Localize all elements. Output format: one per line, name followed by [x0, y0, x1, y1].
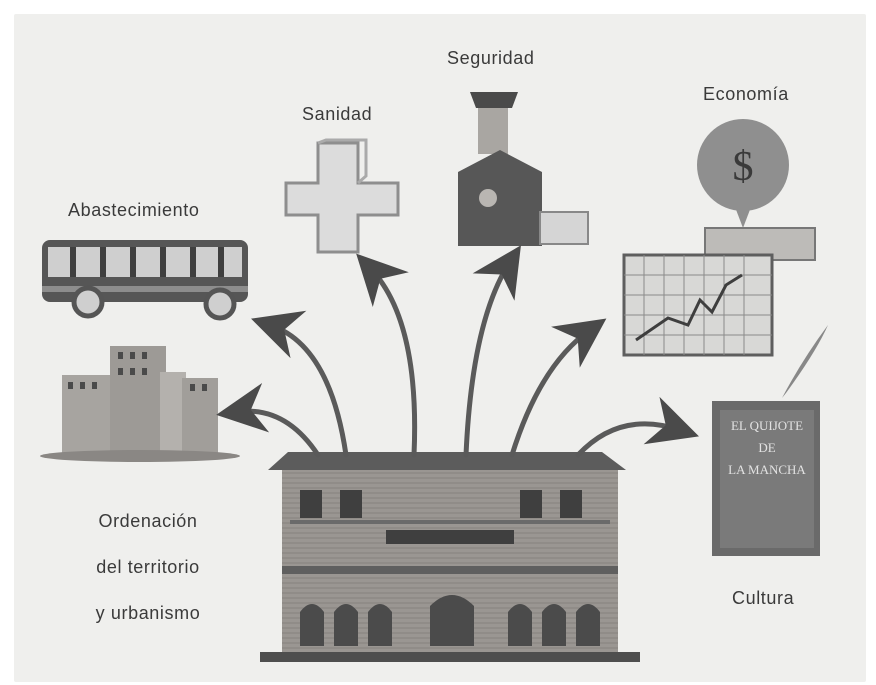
- label-ordenacion-line1: Ordenación: [98, 511, 198, 531]
- economy-chart-icon: [622, 119, 816, 357]
- label-sanidad: Sanidad: [302, 104, 373, 124]
- health-cross-icon: [284, 138, 400, 254]
- bus-icon: [42, 240, 248, 321]
- buildings-icon: [40, 346, 240, 462]
- dollar-sign-icon: $: [733, 144, 754, 190]
- book-title-line3: LA MANCHA: [728, 462, 806, 477]
- label-ordenacion-line2: del territorio: [96, 557, 200, 577]
- label-ordenacion: Ordenación del territorio y urbanismo: [72, 487, 224, 648]
- town-hall-icon: [260, 452, 640, 662]
- label-ordenacion-line3: y urbanismo: [95, 603, 201, 623]
- book-title-line2: DE: [758, 440, 775, 455]
- police-officer-icon: [458, 92, 589, 246]
- connection-arrows: [216, 245, 699, 458]
- label-abastecimiento: Abastecimiento: [68, 200, 200, 220]
- label-cultura: Cultura: [732, 588, 795, 608]
- label-seguridad: Seguridad: [447, 48, 535, 68]
- book-quill-icon: [712, 325, 828, 556]
- book-title-line1: EL QUIJOTE: [731, 418, 803, 433]
- label-economia: Economía: [703, 84, 789, 104]
